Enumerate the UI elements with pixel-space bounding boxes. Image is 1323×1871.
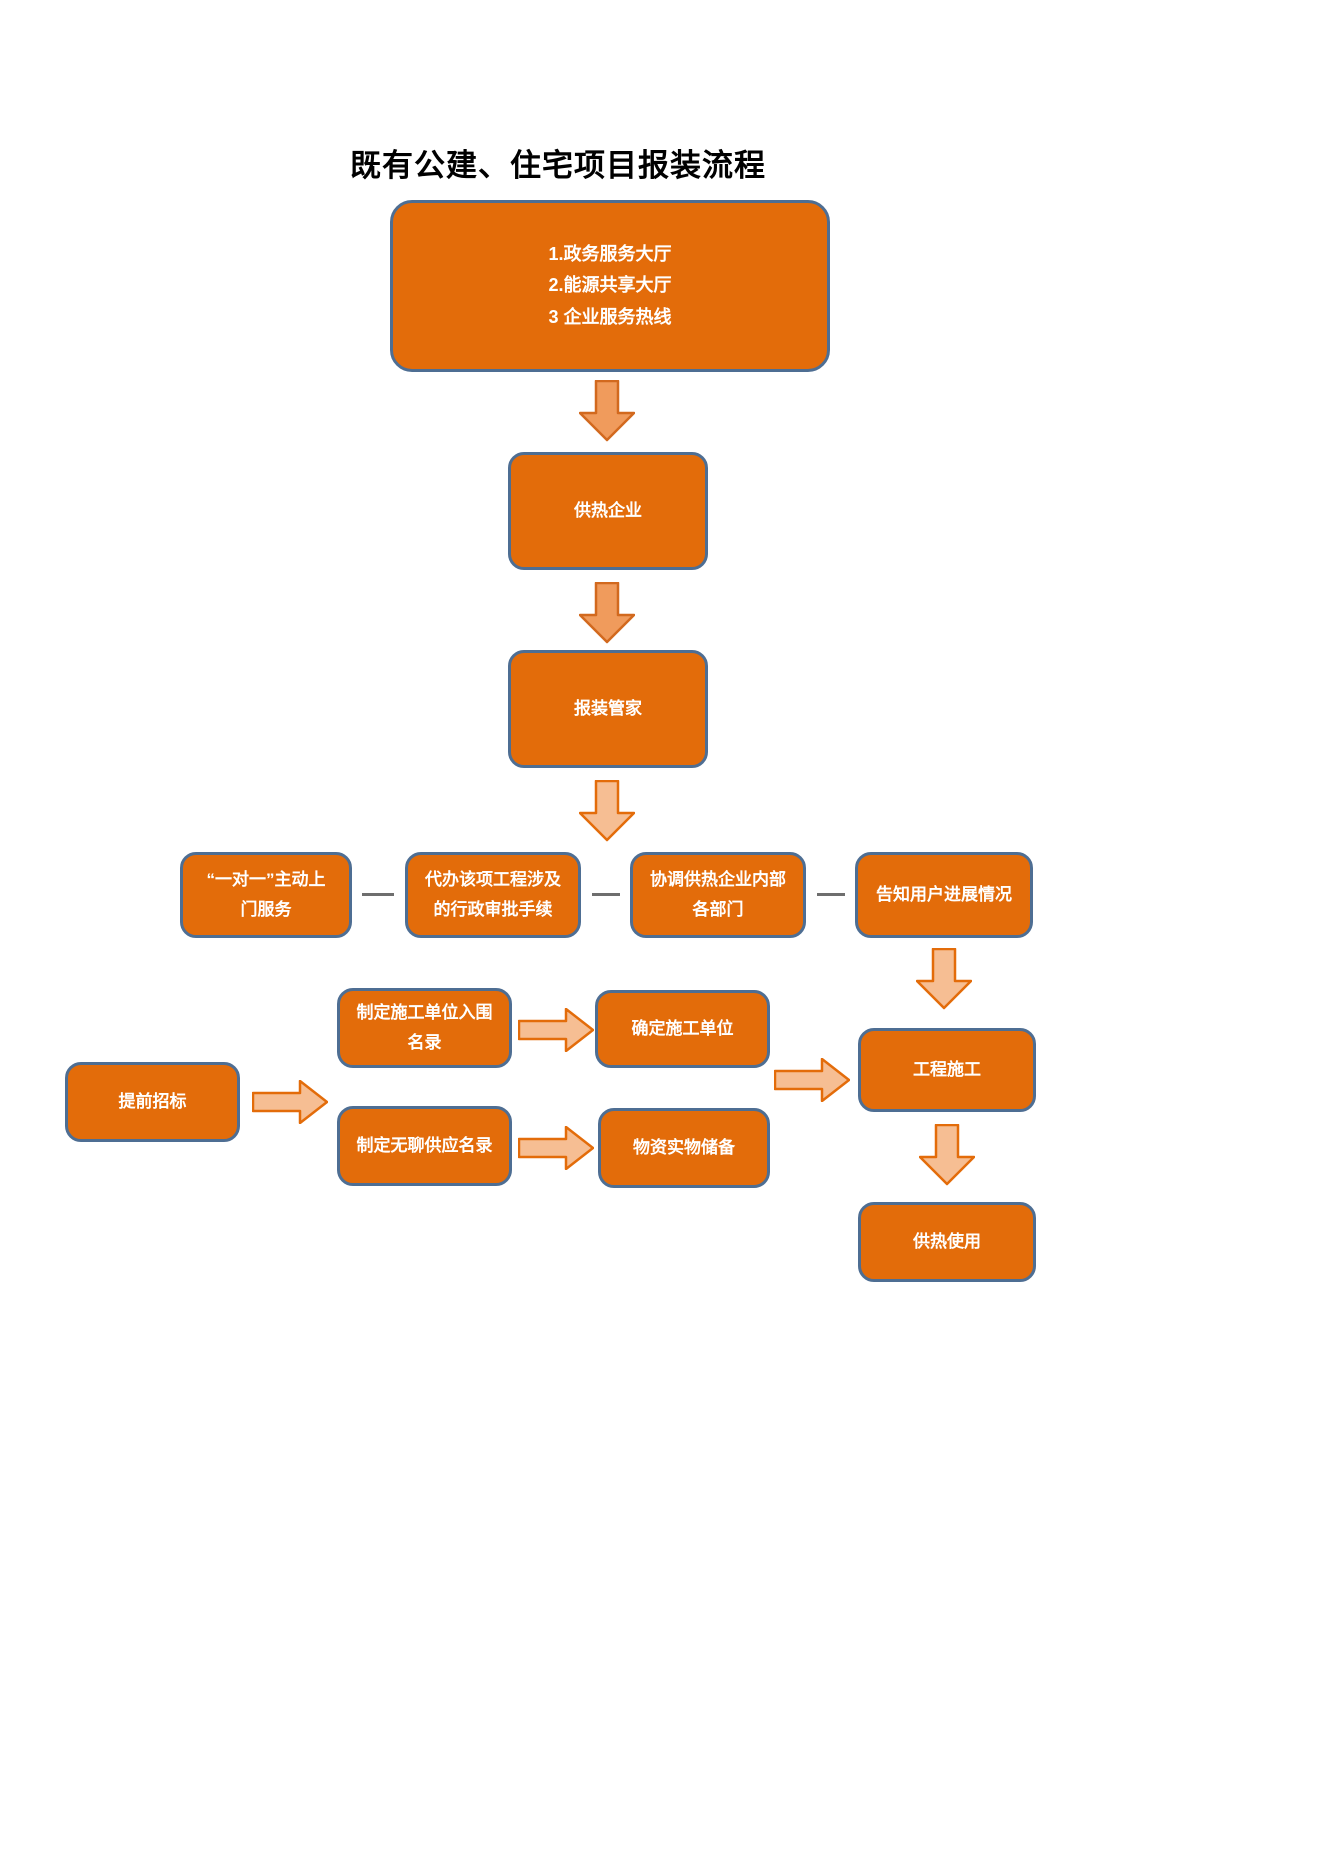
arrow-lists-to-construction	[774, 1058, 850, 1102]
connector-line	[592, 893, 620, 896]
arrow-shortlist-to-confirm	[518, 1008, 594, 1052]
node-admin-approval-label: 代办该项工程涉及 的行政审批手续	[425, 870, 561, 919]
connector-line	[817, 893, 845, 896]
arrow-entry-to-heating-company	[579, 380, 635, 442]
node-heating-use: 供热使用	[858, 1202, 1036, 1282]
arrow-bidding-to-lists	[252, 1080, 328, 1124]
node-supply-list-label: 制定无聊供应名录	[356, 1136, 493, 1156]
node-material-reserve-label: 物资实物储备	[633, 1138, 735, 1158]
node-heating-company: 供热企业	[508, 452, 708, 570]
node-heating-use-label: 供热使用	[913, 1232, 981, 1252]
arrow-supply-to-reserve	[518, 1126, 594, 1170]
node-confirm-contractor: 确定施工单位	[595, 990, 770, 1068]
node-construction-label: 工程施工	[913, 1060, 981, 1080]
node-coordinate-departments-label: 协调供热企业内部 各部门	[650, 870, 786, 919]
node-entry-channels: 1.政务服务大厅 2.能源共享大厅 3 企业服务热线	[390, 200, 830, 372]
node-installation-manager: 报装管家	[508, 650, 708, 768]
node-material-reserve: 物资实物储备	[598, 1108, 770, 1188]
node-construction: 工程施工	[858, 1028, 1036, 1112]
node-advance-bidding: 提前招标	[65, 1062, 240, 1142]
arrow-heating-company-to-manager	[579, 582, 635, 644]
node-coordinate-departments: 协调供热企业内部 各部门	[630, 852, 806, 938]
node-confirm-contractor-label: 确定施工单位	[631, 1019, 734, 1039]
arrow-progress-to-construction	[916, 948, 972, 1010]
page-title: 既有公建、住宅项目报装流程	[350, 148, 766, 183]
connector-line	[362, 893, 394, 896]
node-door-service-label: “一对一”主动上 门服务	[206, 870, 326, 919]
node-contractor-shortlist: 制定施工单位入围 名录	[337, 988, 512, 1068]
node-inform-progress: 告知用户进展情况	[855, 852, 1033, 938]
node-installation-manager-label: 报装管家	[574, 699, 642, 719]
node-admin-approval: 代办该项工程涉及 的行政审批手续	[405, 852, 581, 938]
node-heating-company-label: 供热企业	[574, 501, 642, 521]
arrow-manager-to-services	[579, 780, 635, 842]
arrow-construction-to-use	[919, 1124, 975, 1186]
node-advance-bidding-label: 提前招标	[118, 1092, 187, 1112]
node-door-service: “一对一”主动上 门服务	[180, 852, 352, 938]
node-entry-channels-label: 1.政务服务大厅 2.能源共享大厅 3 企业服务热线	[548, 243, 672, 327]
node-inform-progress-label: 告知用户进展情况	[876, 885, 1012, 905]
node-supply-list: 制定无聊供应名录	[337, 1106, 512, 1186]
node-contractor-shortlist-label: 制定施工单位入围 名录	[356, 1003, 493, 1052]
